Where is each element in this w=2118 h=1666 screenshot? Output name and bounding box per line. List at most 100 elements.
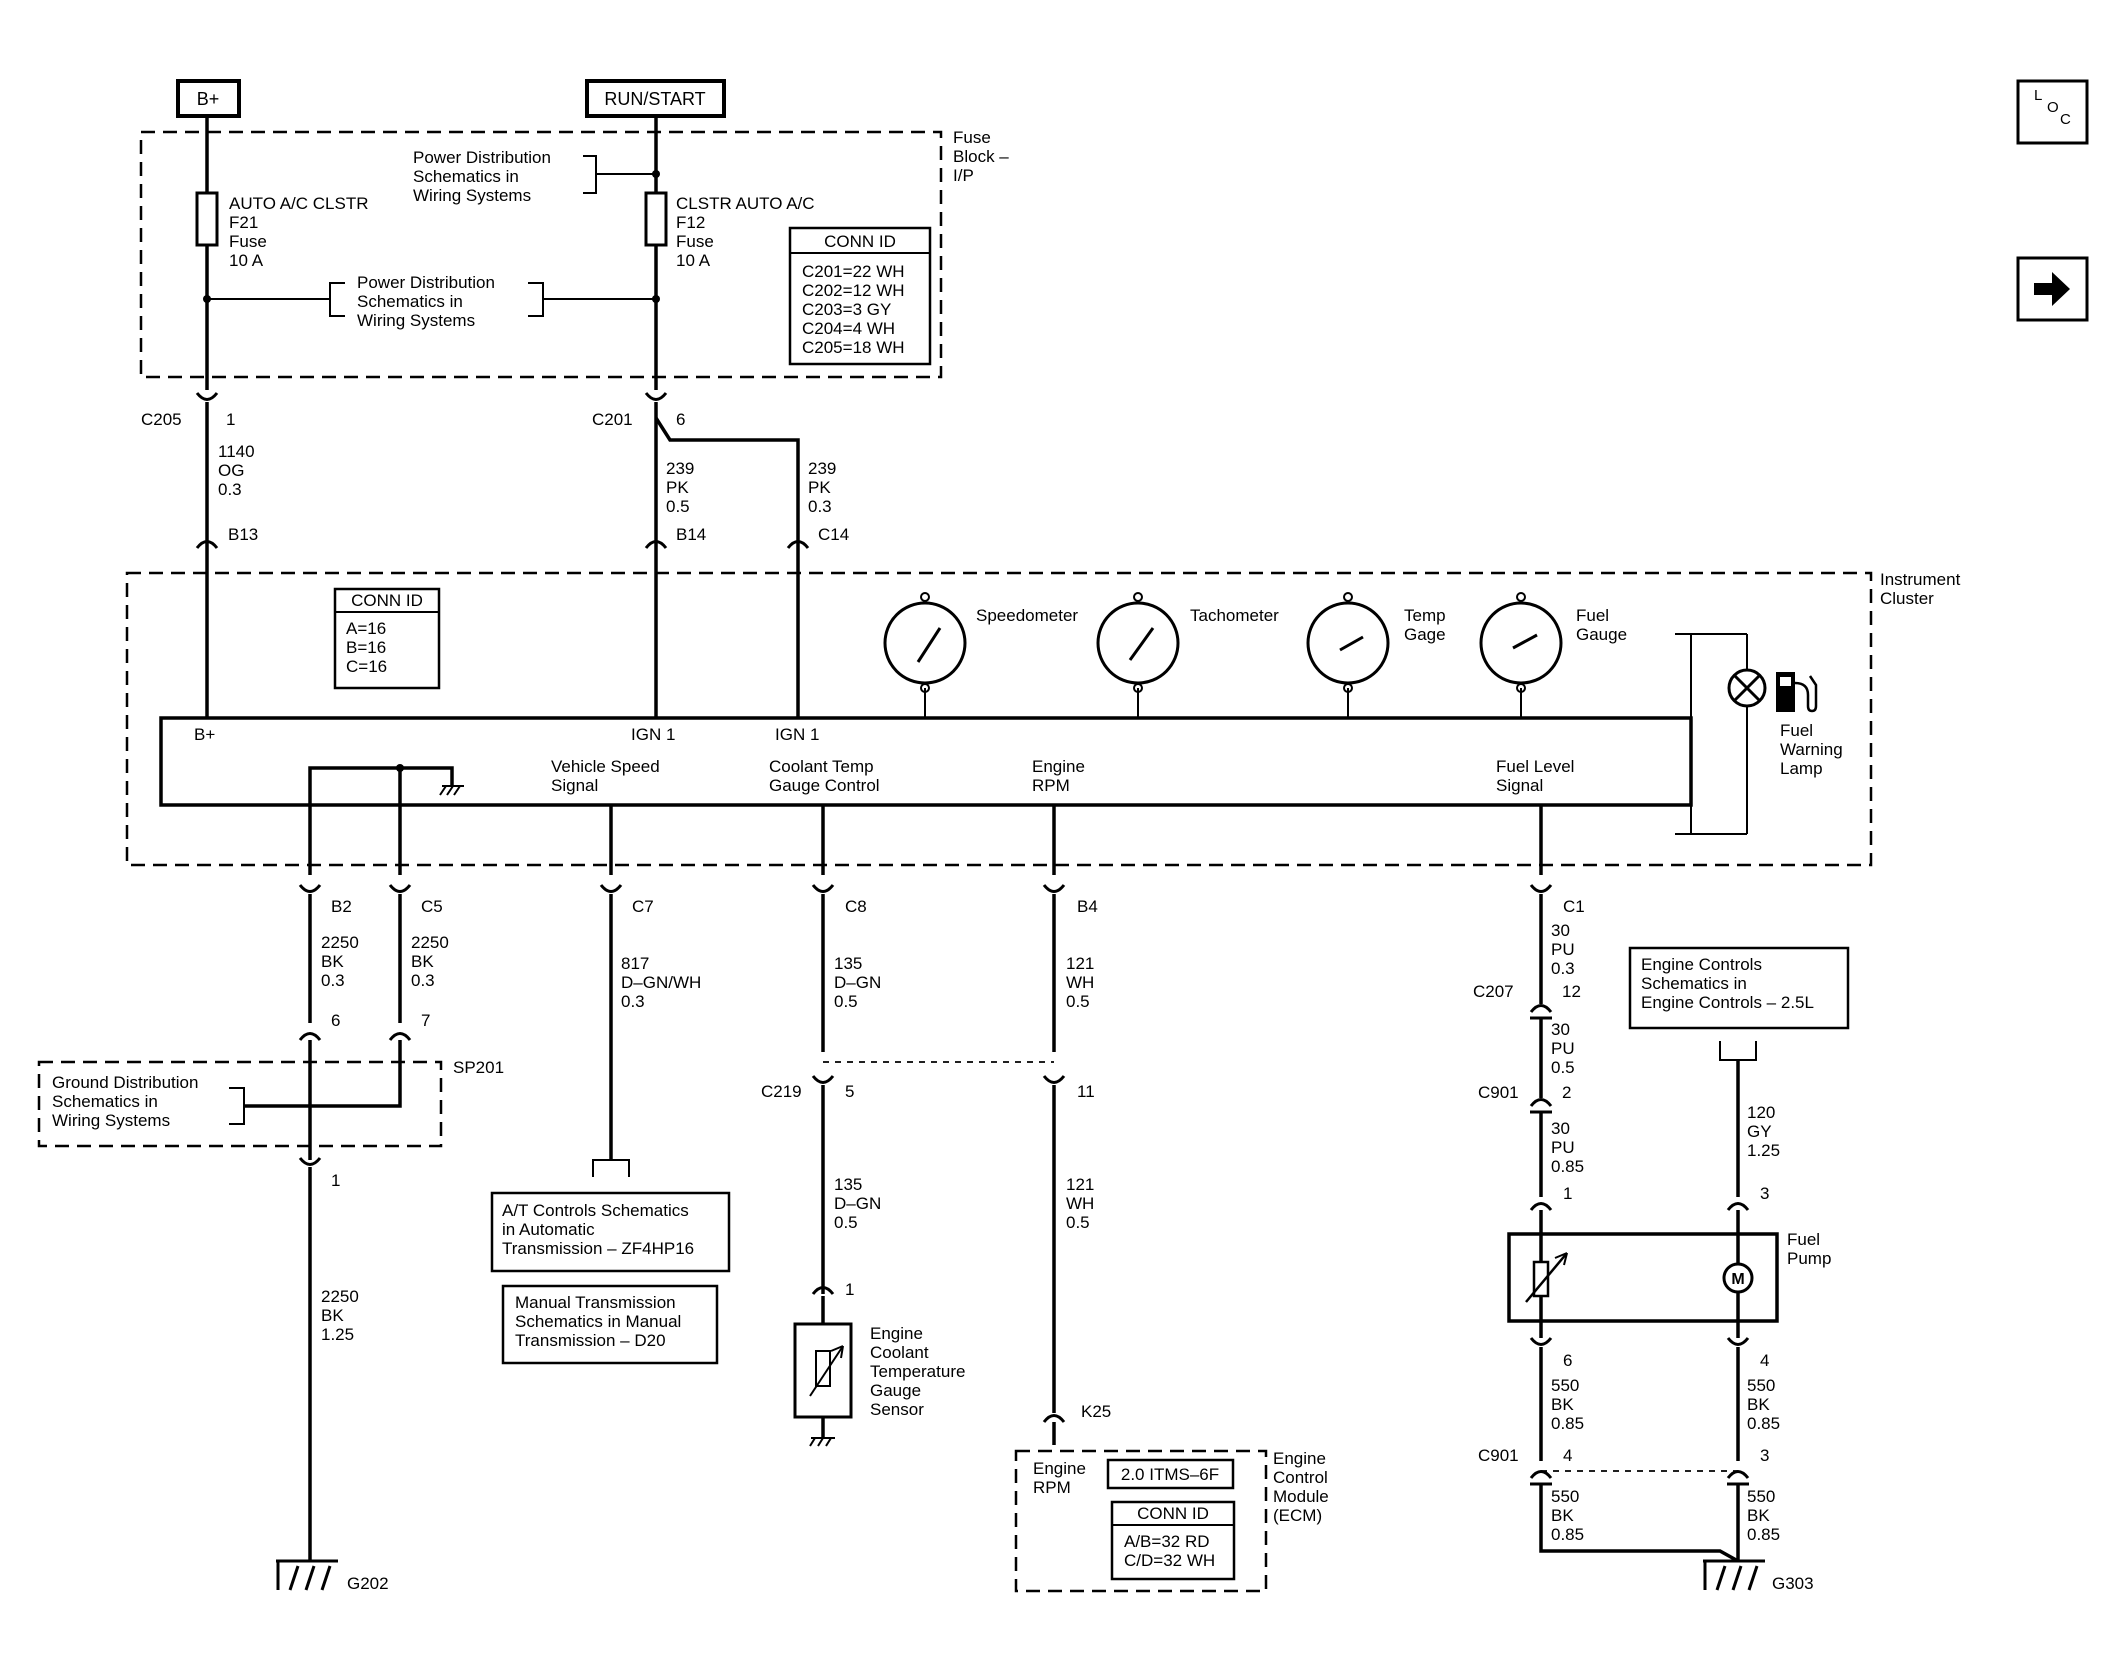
svg-text:Engine Controls: Engine Controls	[1641, 955, 1762, 974]
locator-button[interactable]: L O C	[2016, 79, 2089, 145]
svg-text:0.85: 0.85	[1551, 1157, 1584, 1176]
svg-text:817: 817	[621, 954, 649, 973]
ground-distribution-ref[interactable]: Ground Distribution Schematics in Wiring…	[52, 1073, 198, 1130]
ground-g303-label: G303	[1772, 1574, 1814, 1593]
speedometer-label: Speedometer	[976, 606, 1078, 625]
svg-text:0.3: 0.3	[218, 480, 242, 499]
svg-text:WH: WH	[1066, 1194, 1094, 1213]
wire-550-pin6-label: 550 BK 0.85	[1551, 1376, 1584, 1433]
engine-controls-ref[interactable]: Engine Controls Schematics in Engine Con…	[1628, 946, 1850, 1030]
ecm-rpm-pin-label: Engine RPM	[1033, 1459, 1086, 1497]
sp201-pin-1: 1	[331, 1171, 340, 1190]
next-page-button[interactable]	[2016, 256, 2089, 322]
svg-text:PU: PU	[1551, 940, 1575, 959]
svg-text:BK: BK	[1747, 1506, 1770, 1525]
connector-c207-icon	[1529, 1004, 1553, 1013]
connector-c901-upper-label: C901	[1478, 1083, 1519, 1102]
svg-text:C201=22 WH: C201=22 WH	[802, 262, 905, 281]
cluster-conn-id-table: CONN ID A=16 B=16 C=16	[333, 587, 441, 690]
sp201-label: SP201	[453, 1058, 504, 1077]
svg-text:Sensor: Sensor	[870, 1400, 924, 1419]
power-distribution-ref-mid[interactable]: Power Distribution Schematics in Wiring …	[357, 273, 495, 330]
ect-sensor-ground-icon	[809, 1437, 835, 1447]
instrument-cluster-outline	[125, 571, 1873, 867]
svg-text:30: 30	[1551, 1119, 1570, 1138]
connector-b2-icon	[298, 884, 322, 893]
svg-text:Schematics in: Schematics in	[413, 167, 519, 186]
svg-text:Wiring Systems: Wiring Systems	[357, 311, 475, 330]
manual-transmission-ref[interactable]: Manual Transmission Schematics in Manual…	[501, 1284, 719, 1365]
wire-239-b14-label: 239 PK 0.5	[666, 459, 694, 516]
connector-c219-b-icon	[1042, 1075, 1066, 1084]
connector-c901-lower-pin-4: 4	[1563, 1446, 1572, 1465]
cluster-pin-ign1-a: IGN 1	[631, 725, 675, 744]
svg-text:Warning: Warning	[1780, 740, 1843, 759]
svg-text:BK: BK	[1551, 1395, 1574, 1414]
svg-text:0.85: 0.85	[1747, 1525, 1780, 1544]
at-controls-ref[interactable]: A/T Controls Schematics in Automatic Tra…	[490, 1191, 731, 1273]
svg-text:D–GN: D–GN	[834, 973, 881, 992]
svg-text:C205=18 WH: C205=18 WH	[802, 338, 905, 357]
vehicle-speed-signal-label: Vehicle Speed Signal	[551, 757, 660, 795]
fuel-level-sender-icon	[1532, 1260, 1550, 1298]
fuel-warning-lamp-icon	[1727, 668, 1767, 708]
svg-text:Wiring Systems: Wiring Systems	[413, 186, 531, 205]
svg-text:Instrument: Instrument	[1880, 570, 1961, 589]
wire-550-c901-b-label: 550 BK 0.85	[1747, 1487, 1780, 1544]
power-distribution-ref-top[interactable]: Power Distribution Schematics in Wiring …	[413, 148, 551, 205]
svg-text:Fuse: Fuse	[229, 232, 267, 251]
svg-text:PU: PU	[1551, 1039, 1575, 1058]
fuel-pump-module-box	[1507, 1232, 1779, 1323]
svg-text:Wiring Systems: Wiring Systems	[52, 1111, 170, 1130]
wire-121-lower-label: 121 WH 0.5	[1066, 1175, 1094, 1232]
fuse-f21-icon	[195, 191, 219, 247]
ecm-model-label: 2.0 ITMS–6F	[1106, 1458, 1235, 1490]
svg-text:(ECM): (ECM)	[1273, 1506, 1322, 1525]
fuse-f12-icon	[644, 191, 668, 247]
svg-text:Transmission – D20: Transmission – D20	[515, 1331, 666, 1350]
svg-text:550: 550	[1747, 1376, 1775, 1395]
svg-text:2250: 2250	[411, 933, 449, 952]
connector-c201-label: C201	[592, 410, 633, 429]
svg-text:C202=12 WH: C202=12 WH	[802, 281, 905, 300]
svg-text:Signal: Signal	[1496, 776, 1543, 795]
svg-text:0.5: 0.5	[834, 1213, 858, 1232]
svg-text:Engine Controls – 2.5L: Engine Controls – 2.5L	[1641, 993, 1814, 1012]
svg-text:Fuse: Fuse	[676, 232, 714, 251]
svg-text:550: 550	[1551, 1487, 1579, 1506]
svg-text:Schematics in: Schematics in	[52, 1092, 158, 1111]
svg-text:0.5: 0.5	[1066, 1213, 1090, 1232]
wire-30-c207-label: 30 PU 0.5	[1551, 1020, 1575, 1077]
svg-text:OG: OG	[218, 461, 244, 480]
svg-text:121: 121	[1066, 1175, 1094, 1194]
fuse-f12-label: CLSTR AUTO A/C F12 Fuse 10 A	[676, 194, 815, 270]
run-start-label: RUN/START	[604, 89, 705, 109]
svg-text:Gauge: Gauge	[870, 1381, 921, 1400]
cluster-pin-ign1-b: IGN 1	[775, 725, 819, 744]
tachometer-label: Tachometer	[1190, 606, 1279, 625]
ground-g303-icon	[1703, 1559, 1765, 1591]
svg-text:2250: 2250	[321, 1287, 359, 1306]
ecm-outline	[1014, 1449, 1268, 1593]
svg-text:120: 120	[1747, 1103, 1775, 1122]
svg-text:CONN ID: CONN ID	[351, 591, 423, 610]
connector-b13-icon	[195, 540, 219, 549]
wire-817-label: 817 D–GN/WH 0.3	[621, 954, 701, 1011]
svg-text:Ground Distribution: Ground Distribution	[52, 1073, 198, 1092]
connector-c8-label: C8	[845, 897, 867, 916]
svg-text:Schematics in: Schematics in	[1641, 974, 1747, 993]
wire-550-pin4-label: 550 BK 0.85	[1747, 1376, 1780, 1433]
svg-text:0.5: 0.5	[834, 992, 858, 1011]
svg-text:Fuel: Fuel	[1787, 1230, 1820, 1249]
connector-c901-upper-icon	[1529, 1098, 1553, 1107]
instrument-cluster-label: Instrument Cluster	[1880, 570, 1961, 608]
connector-c201-icon	[644, 392, 668, 401]
svg-text:239: 239	[808, 459, 836, 478]
svg-text:O: O	[2047, 99, 2059, 116]
temp-gauge-label: Temp Gage	[1404, 606, 1446, 644]
svg-text:F21: F21	[229, 213, 258, 232]
svg-text:Cluster: Cluster	[1880, 589, 1934, 608]
fuse-block-label: Fuse Block – I/P	[953, 128, 1009, 185]
fuel-pump-pin-3: 3	[1760, 1184, 1769, 1203]
